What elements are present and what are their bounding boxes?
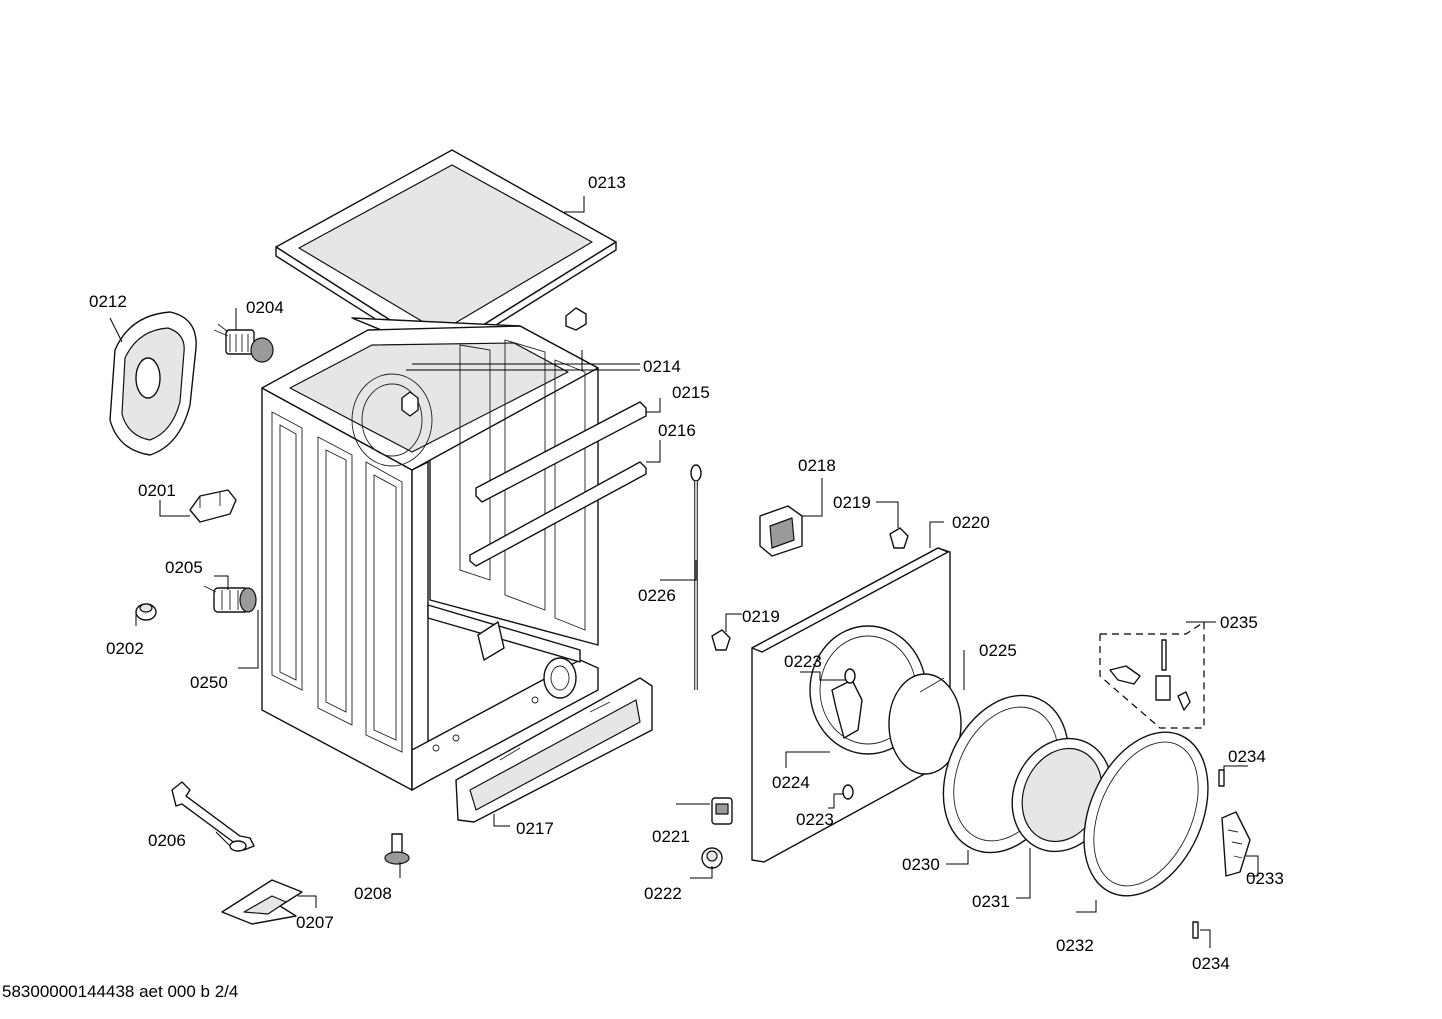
label-0226: 0226: [638, 586, 676, 605]
part-0202-foot: [135, 603, 157, 621]
part-0222-knob: [701, 847, 723, 869]
label-0220: 0220: [952, 513, 990, 532]
part-0218-module: [759, 505, 803, 557]
label-0222: 0222: [644, 884, 682, 903]
label-0207: 0207: [296, 913, 334, 932]
label-0250: 0250: [190, 673, 228, 692]
label-0216: 0216: [658, 421, 696, 440]
part-0207-plate: [221, 879, 303, 925]
label-0219-b: 0219: [742, 607, 780, 626]
label-0213: 0213: [588, 173, 626, 192]
document-id: 58300000144438 aet 000 b 2/4: [2, 982, 238, 1001]
label-0223-b: 0223: [796, 810, 834, 829]
part-cabinet-housing: [261, 307, 599, 791]
part-0212-rear-cover: [109, 311, 197, 456]
label-0215: 0215: [672, 383, 710, 402]
part-0206-wrench: [171, 781, 255, 852]
label-0204: 0204: [246, 298, 284, 317]
label-0225: 0225: [979, 641, 1017, 660]
part-0213-top-cover: [275, 149, 617, 361]
part-0201-clip: [189, 489, 237, 523]
part-0225-seal: [888, 673, 962, 775]
label-0235: 0235: [1220, 613, 1258, 632]
part-0215-rail: [475, 401, 647, 503]
part-0217-base-panel: [455, 677, 653, 823]
label-0208: 0208: [354, 884, 392, 903]
label-0205: 0205: [165, 558, 203, 577]
label-0202: 0202: [106, 639, 144, 658]
label-0233: 0233: [1246, 869, 1284, 888]
label-0230: 0230: [902, 855, 940, 874]
part-0234-pin-a: [1218, 769, 1225, 787]
part-0234-pin-b: [1192, 921, 1199, 939]
label-0232: 0232: [1056, 936, 1094, 955]
part-0216-rail: [469, 461, 647, 567]
label-0231: 0231: [972, 892, 1010, 911]
part-0219-clip-a: [889, 527, 909, 549]
label-0201: 0201: [138, 481, 176, 500]
part-0205-component: [203, 585, 257, 613]
label-0221: 0221: [652, 827, 690, 846]
label-0218: 0218: [798, 456, 836, 475]
part-0235-kit: [1099, 620, 1205, 729]
label-0212: 0212: [89, 292, 127, 311]
part-labels: 0213 0212 0204 0214 0215 0216 0201 0218 …: [89, 173, 1284, 973]
label-0206: 0206: [148, 831, 186, 850]
label-0214: 0214: [643, 357, 681, 376]
part-0208-bolt: [384, 833, 410, 865]
part-0204-pump: [213, 323, 274, 363]
label-0224: 0224: [772, 773, 810, 792]
part-0223-plug-a: [844, 668, 856, 684]
leader-lines: [109, 196, 1259, 948]
label-0223-a: 0223: [784, 652, 822, 671]
part-0219-clip-b: [711, 629, 731, 651]
label-0219-a: 0219: [833, 493, 871, 512]
part-0221-lock: [711, 797, 733, 825]
part-0223-plug-b: [842, 784, 854, 800]
label-0234-a: 0234: [1228, 747, 1266, 766]
part-0232-door-ring: [1083, 731, 1209, 897]
label-0217: 0217: [516, 819, 554, 838]
part-0233-hinge: [1221, 811, 1251, 877]
label-0234-b: 0234: [1192, 954, 1230, 973]
part-0226-hose: [690, 464, 702, 690]
